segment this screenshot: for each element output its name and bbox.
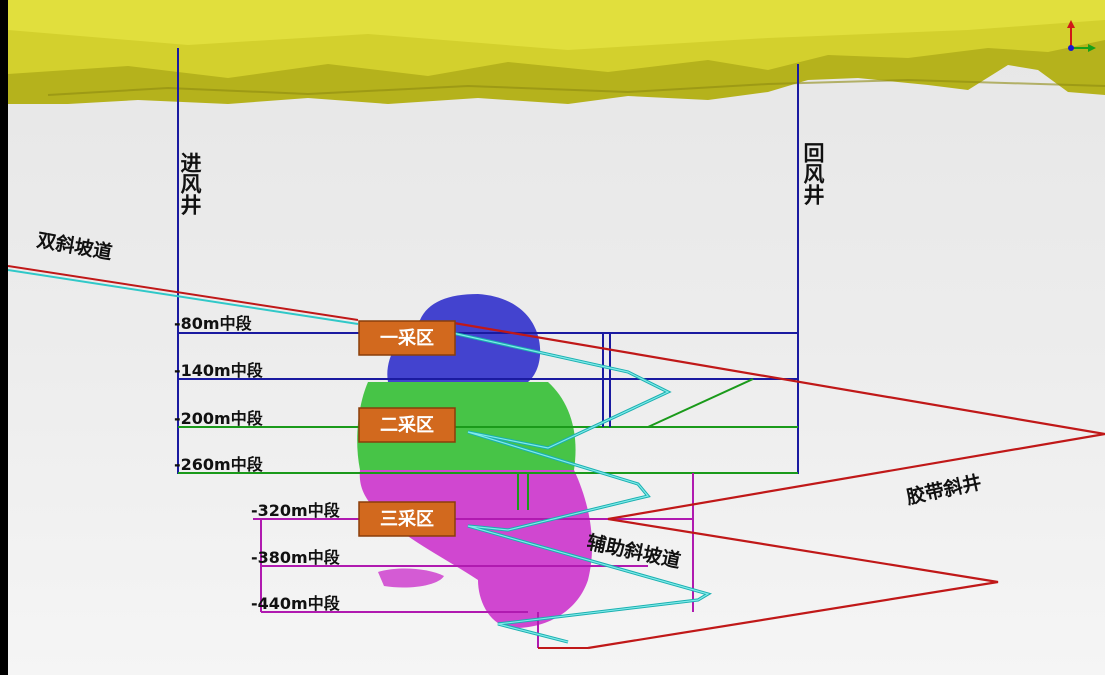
level-label: -320m中段: [251, 501, 341, 520]
xyz-axis-icon[interactable]: [1067, 20, 1096, 52]
zone-label: 二采区: [380, 415, 434, 436]
zone-box-2[interactable]: 二采区: [358, 407, 456, 443]
return-shaft-label: 回风井: [801, 142, 825, 206]
belt-incline-line: [447, 320, 1105, 650]
3d-viewport[interactable]: -80m中段 -140m中段 -200m中段 -260m中段 -320m中段 -…: [8, 0, 1105, 675]
level-label: -80m中段: [174, 314, 253, 333]
surface-terrain: [8, 0, 1105, 104]
ore-body-zone1: [387, 294, 541, 382]
level-label: -380m中段: [251, 548, 341, 567]
double-ramp-line: [8, 265, 359, 325]
level-label: -200m中段: [174, 409, 264, 428]
zone-box-1[interactable]: 一采区: [358, 320, 456, 356]
level-label: -140m中段: [174, 361, 264, 380]
level-label: -260m中段: [174, 455, 264, 474]
mine-section-diagram: -80m中段 -140m中段 -200m中段 -260m中段 -320m中段 -…: [8, 0, 1105, 650]
zone-label: 一采区: [380, 328, 434, 349]
double-ramp-label: 双斜坡道: [35, 228, 114, 264]
zone-label: 三采区: [380, 509, 434, 530]
ore-body-zone3: [359, 470, 593, 629]
belt-incline-label: 胶带斜井: [904, 471, 983, 509]
level-label: -440m中段: [251, 594, 341, 613]
zone-box-3[interactable]: 三采区: [358, 501, 456, 537]
intake-shaft-label: 进风井: [178, 152, 202, 216]
